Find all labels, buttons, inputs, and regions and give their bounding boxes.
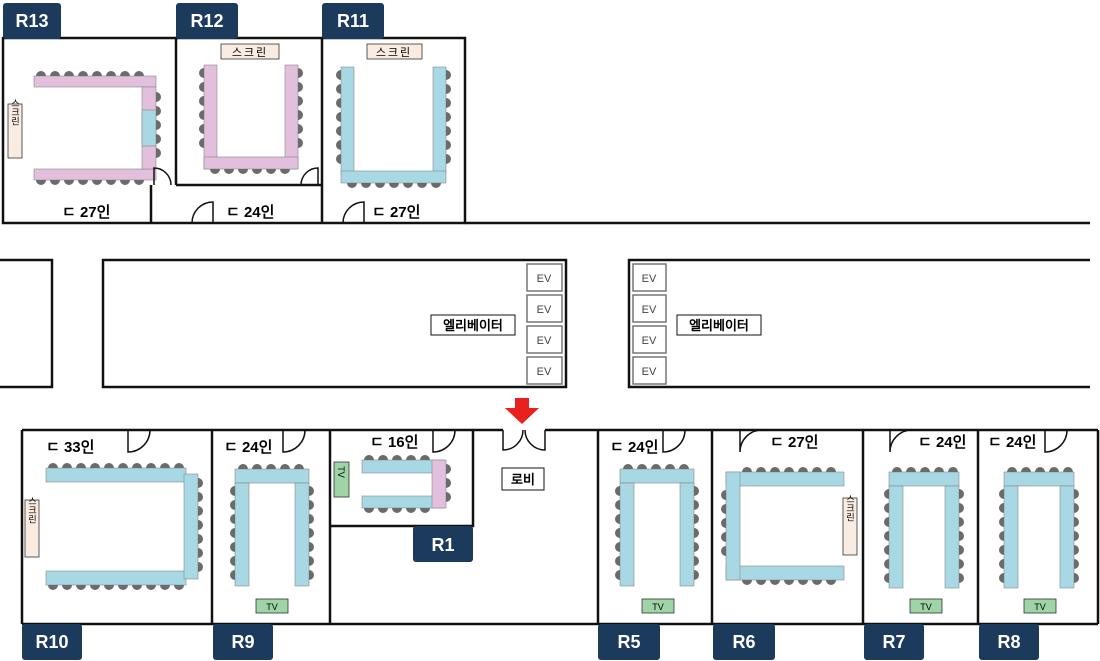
r9-table-layout: TV xyxy=(230,464,314,614)
r7-table-layout: TV xyxy=(884,467,964,614)
room-tag-r13-text: R13 xyxy=(15,11,48,31)
r8-tv-label: TV xyxy=(1034,602,1046,612)
r5-capacity: ㄷ 24인 xyxy=(610,438,658,456)
ev-label: EV xyxy=(642,273,657,285)
lobby-sign: 로비 xyxy=(501,467,545,491)
room-tag-r10[interactable]: R10 xyxy=(22,624,82,660)
elevator-label-left: 엘리베이터 xyxy=(443,318,503,333)
entrance-arrow-icon xyxy=(505,398,539,424)
room-tag-r6[interactable]: R6 xyxy=(713,624,775,660)
r10-table-layout: 스크린 xyxy=(24,463,203,590)
r10-screen-label: 스크린 xyxy=(27,496,37,523)
elevator-label-right: 엘리베이터 xyxy=(689,318,749,333)
r13-capacity: ㄷ 27인 xyxy=(62,203,110,221)
r6-table-layout: 스크린 xyxy=(721,467,858,585)
top-doors xyxy=(153,167,365,224)
bottom-wing-walls xyxy=(20,428,1100,626)
bottom-doors xyxy=(127,429,1068,453)
r13-screen-label: 스크린 xyxy=(10,98,20,125)
room-tag-r5-text: R5 xyxy=(617,632,640,652)
ev-label: EV xyxy=(537,304,552,316)
room-tag-r7[interactable]: R7 xyxy=(864,624,924,660)
room-tag-r6-text: R6 xyxy=(732,632,755,652)
lobby-label: 로비 xyxy=(511,472,535,487)
ev-label: EV xyxy=(642,335,657,347)
r12-screen-label: 스크린 xyxy=(232,46,268,59)
r7-tv-label: TV xyxy=(920,602,932,612)
r11-screen-label: 스크린 xyxy=(376,46,412,59)
room-tag-r10-text: R10 xyxy=(35,632,68,652)
room-tag-r12-text: R12 xyxy=(190,11,223,31)
elevator-bank-left: EV EV EV EV xyxy=(526,263,563,385)
r8-table-layout: TV xyxy=(999,467,1079,614)
top-wing-walls xyxy=(1,36,1090,225)
room-tag-r8-text: R8 xyxy=(997,632,1020,652)
r11-capacity: ㄷ 27인 xyxy=(372,203,420,221)
r5-tv-label: TV xyxy=(652,602,664,612)
room-tag-r9-text: R9 xyxy=(231,632,254,652)
room-tag-r13[interactable]: R13 xyxy=(3,3,61,39)
r5-table-layout: TV xyxy=(615,464,699,614)
r9-capacity: ㄷ 24인 xyxy=(224,438,272,456)
r6-capacity: ㄷ 27인 xyxy=(770,433,818,451)
room-tag-r11[interactable]: R11 xyxy=(322,3,384,39)
r10-capacity: ㄷ 33인 xyxy=(46,438,94,456)
ev-label: EV xyxy=(537,335,552,347)
room-tag-r1-text: R1 xyxy=(431,535,454,555)
room-tag-r12[interactable]: R12 xyxy=(176,3,238,39)
r1-tv-label: TV xyxy=(336,466,346,478)
r13-table-layout: 스크린 xyxy=(7,71,161,185)
r12-table-layout: 스크린 xyxy=(199,43,303,174)
elevator-sign-right: 엘리베이터 xyxy=(676,314,762,336)
r11-table-layout: 스크린 xyxy=(336,43,451,188)
room-tag-r11-text: R11 xyxy=(337,11,369,31)
core-walls xyxy=(0,258,1090,389)
r9-tv-label: TV xyxy=(266,602,278,612)
r12-capacity: ㄷ 24인 xyxy=(226,203,274,221)
ev-label: EV xyxy=(642,366,657,378)
room-tag-r8[interactable]: R8 xyxy=(979,624,1039,660)
r8-capacity: ㄷ 24인 xyxy=(988,433,1036,451)
ev-label: EV xyxy=(642,304,657,316)
elevator-sign-left: 엘리베이터 xyxy=(430,314,516,336)
ev-label: EV xyxy=(537,366,552,378)
r7-capacity: ㄷ 24인 xyxy=(918,433,966,451)
room-tag-r1[interactable]: R1 xyxy=(413,526,473,562)
room-tag-r5[interactable]: R5 xyxy=(598,624,660,660)
room-tag-r9[interactable]: R9 xyxy=(213,624,273,660)
elevator-bank-right: EV EV EV EV xyxy=(632,263,667,385)
ev-label: EV xyxy=(537,273,552,285)
r1-table-layout: TV xyxy=(333,455,451,513)
room-tag-r7-text: R7 xyxy=(882,632,905,652)
r1-capacity: ㄷ 16인 xyxy=(370,433,418,451)
r6-screen-label: 스크린 xyxy=(845,494,855,521)
